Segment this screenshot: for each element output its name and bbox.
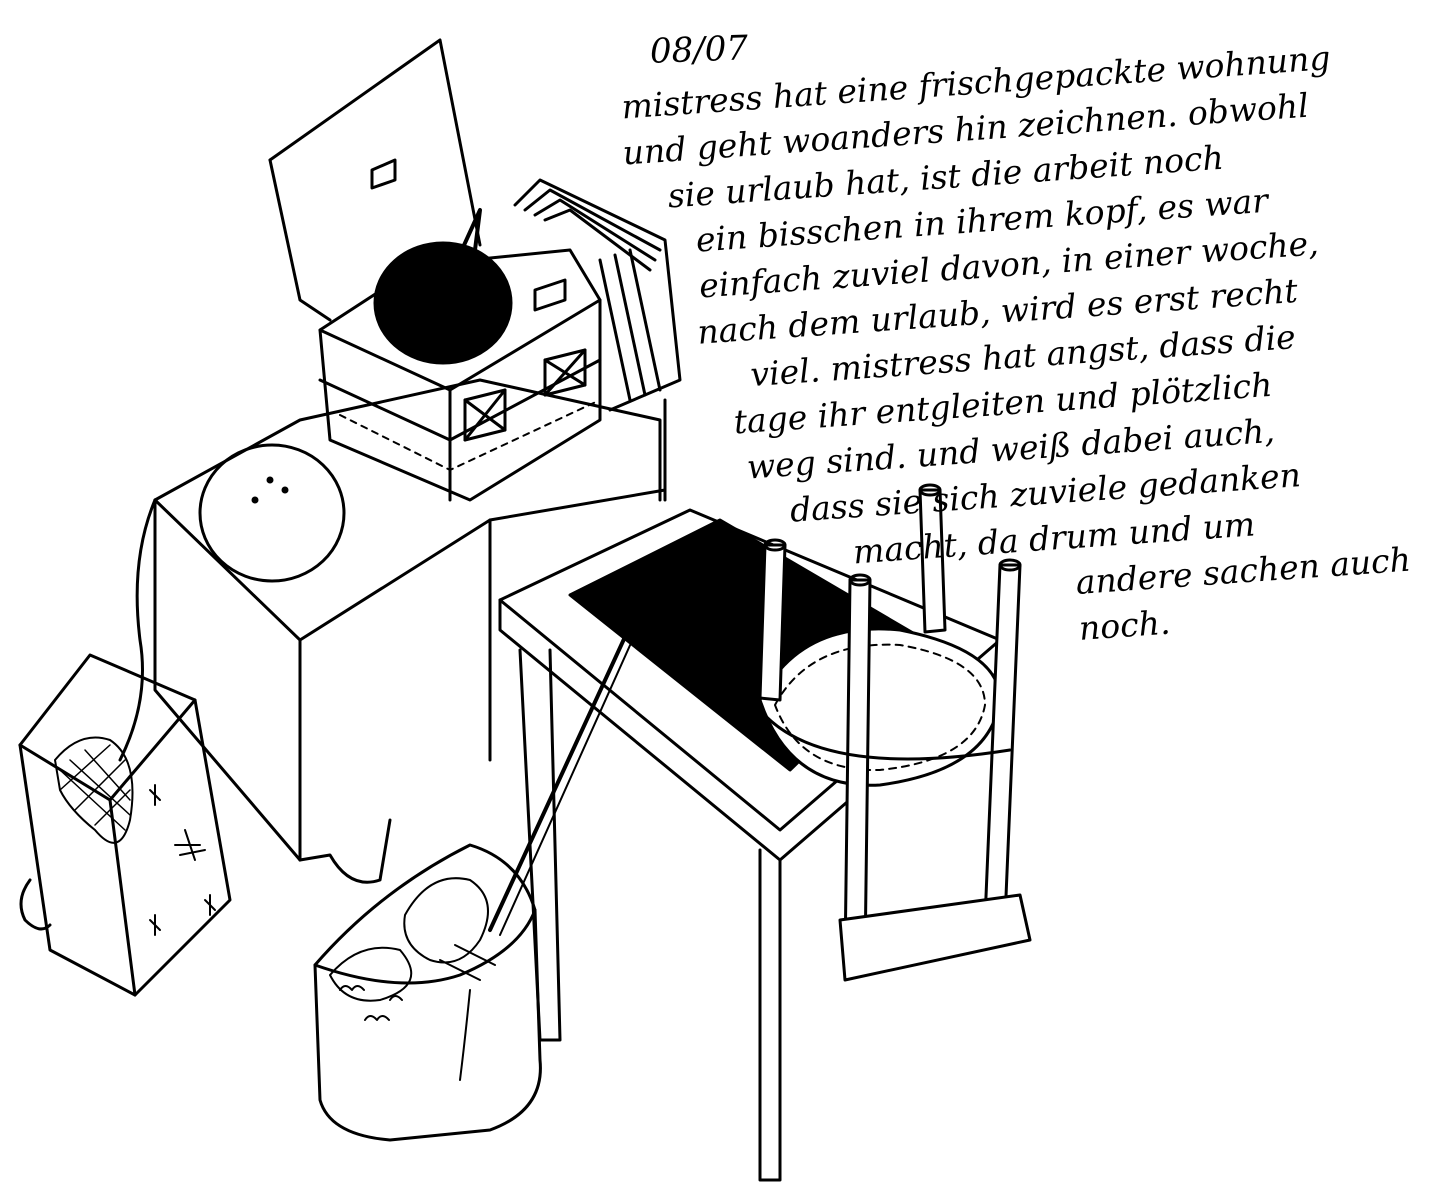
stool-drawing — [758, 483, 1032, 982]
record-stack-drawing — [513, 178, 682, 412]
handwritten-note: mistress hat eine frischgepackte wohnung… — [600, 28, 1449, 682]
record-player-drawing — [268, 38, 602, 502]
cabinet-drawing — [118, 378, 667, 884]
bucket-mop-drawing — [313, 544, 676, 1142]
entry-date: 08/07 — [649, 28, 749, 72]
laundry-basket-drawing — [18, 653, 232, 997]
round-lamp-drawing — [198, 443, 346, 583]
